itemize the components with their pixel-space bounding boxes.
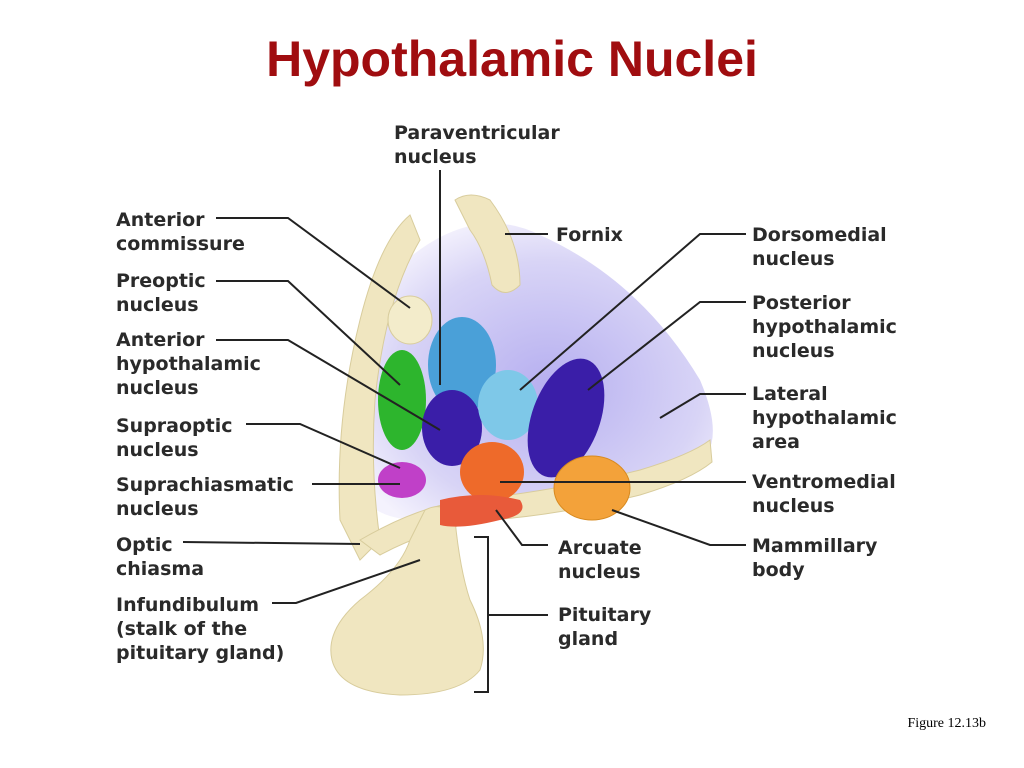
fornix-shape (454, 194, 521, 293)
figure-caption: Figure 12.13b (907, 716, 986, 731)
leader-lines (182, 170, 746, 693)
label-paraventricular: Paraventricular nucleus (394, 122, 566, 168)
supraoptic-nucleus-shape (378, 462, 426, 498)
label-ventromedial: Ventromedial nucleus (752, 471, 902, 517)
arcuate-nucleus-shape (440, 495, 523, 527)
label-pituitary: Pituitary gland (558, 604, 658, 650)
label-optic-chiasma: Optic chiasma (116, 534, 204, 580)
posterior-hypothalamic-nucleus-shape (527, 358, 605, 478)
label-mammillary: Mammillary body (752, 535, 884, 581)
pituitary-gland-shape (330, 506, 484, 696)
anterior-commissure-shape (387, 295, 433, 345)
ventromedial-nucleus-shape (460, 442, 524, 502)
brain-wall (338, 214, 421, 561)
label-anterior-commissure: Anterior commissure (116, 209, 245, 255)
label-supraoptic: Supraoptic nucleus (116, 415, 239, 461)
label-suprachiasmatic: Suprachiasmatic nucleus (116, 474, 301, 520)
label-preoptic: Preoptic nucleus (116, 270, 212, 316)
label-lateral-hypothalamic: Lateral hypothalamic area (752, 383, 904, 453)
label-posterior-hypothalamic: Posterior hypothalamic nucleus (752, 292, 904, 362)
label-anterior-hypothalamic: Anterior hypothalamic nucleus (116, 329, 268, 399)
page-title: Hypothalamic Nuclei (266, 31, 758, 87)
preoptic-nucleus-shape (378, 350, 426, 450)
label-arcuate: Arcuate nucleus (558, 537, 648, 583)
label-infundibulum: Infundibulum (stalk of the pituitary gla… (116, 594, 284, 664)
paraventricular-nucleus-shape (428, 317, 496, 413)
label-fornix: Fornix (556, 224, 623, 246)
anterior-hypothalamic-nucleus-shape (422, 390, 482, 466)
mammillary-body-shape (553, 455, 631, 521)
label-dorsomedial: Dorsomedial nucleus (752, 224, 893, 270)
